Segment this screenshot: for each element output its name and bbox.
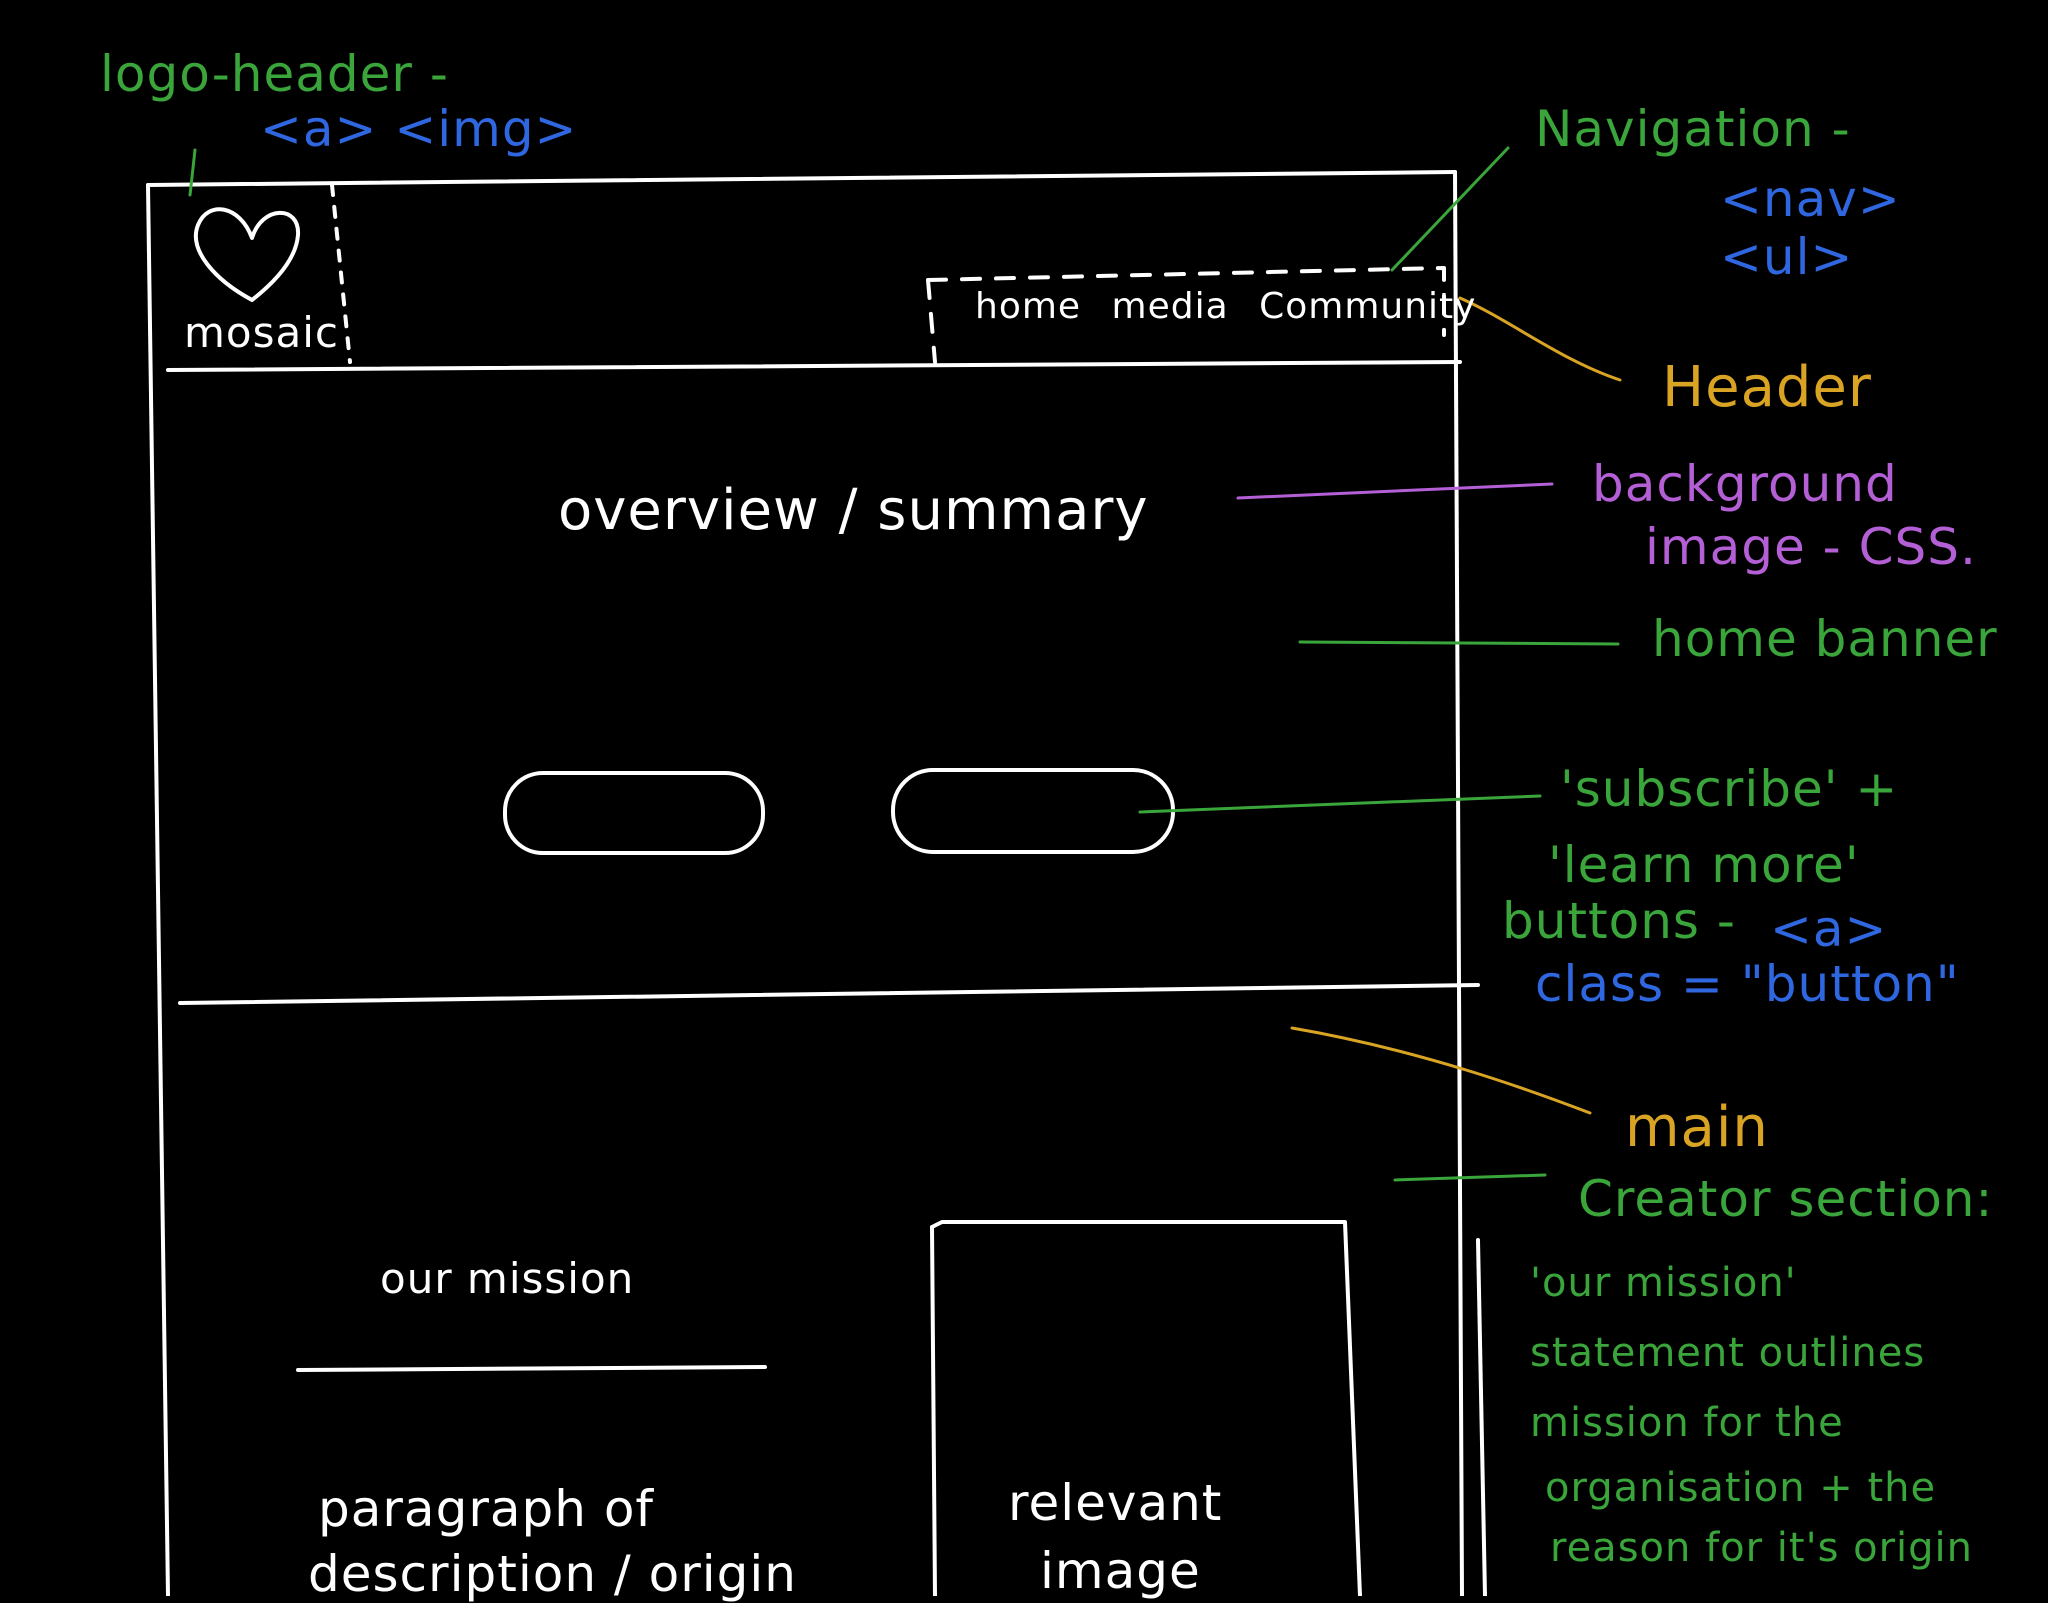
paragraph-line-1: paragraph of [318, 1480, 655, 1538]
creator-pointer [1393, 1173, 1547, 1182]
paragraph-line-2: description / origin [308, 1545, 797, 1603]
header-divider [166, 360, 1462, 372]
main-pointer [1290, 1026, 1592, 1115]
subscribe-button[interactable] [503, 771, 765, 855]
nav-list: home media Community [975, 286, 1494, 327]
annotation-creator-line-3: mission for the [1530, 1400, 1844, 1446]
annotation-buttons-class: class = "button" [1535, 955, 1960, 1013]
mission-divider [296, 1365, 767, 1372]
nav-item-media[interactable]: media [1111, 286, 1229, 327]
annotation-navigation: Navigation - [1535, 100, 1851, 158]
annotation-creator-section: Creator section: [1578, 1170, 1994, 1228]
home-banner-pointer [1298, 640, 1620, 646]
banner-divider [178, 983, 1480, 1005]
learn-more-button[interactable] [891, 768, 1175, 854]
main-right-edge [1476, 1238, 1487, 1596]
annotation-creator-line-2: statement outlines [1530, 1330, 1926, 1376]
annotation-background-line-2: image - CSS. [1645, 518, 1977, 576]
annotation-creator-line-5: reason for it's origin [1550, 1525, 1974, 1571]
annotation-background-line-1: background [1592, 455, 1898, 513]
image-label-line-1: relevant [1008, 1474, 1223, 1532]
page-frame-right [1453, 170, 1464, 1596]
annotation-creator-line-1: 'our mission' [1530, 1260, 1797, 1306]
annotation-logo-tags: <a> <img> [260, 100, 578, 158]
header-pointer [1458, 296, 1622, 382]
logo-separator [330, 183, 352, 364]
heart-icon [194, 207, 301, 302]
annotation-ul-tag: <ul> [1720, 228, 1854, 286]
nav-item-community[interactable]: Community [1259, 286, 1477, 327]
annotation-buttons-tag: <a> [1770, 900, 1888, 958]
annotation-main: main [1625, 1095, 1769, 1160]
logo-text: mosaic [184, 308, 339, 357]
banner-text: overview / summary [558, 478, 1149, 543]
annotation-buttons: buttons - [1502, 892, 1736, 950]
image-label-line-2: image [1040, 1542, 1201, 1600]
logo-header-pointer [188, 148, 197, 197]
annotation-home-banner: home banner [1652, 610, 1998, 668]
annotation-creator-line-4: organisation + the [1545, 1465, 1937, 1511]
annotation-logo-header: logo-header - [100, 45, 449, 103]
image-placeholder-box [930, 1220, 1362, 1596]
annotation-subscribe: 'subscribe' + [1560, 760, 1899, 818]
annotation-nav-tag: <nav> [1720, 170, 1901, 228]
mission-title: our mission [380, 1254, 635, 1303]
page-frame-left [146, 183, 170, 1596]
annotation-header: Header [1662, 355, 1872, 420]
page-frame-top [146, 170, 1457, 187]
buttons-pointer [1138, 794, 1542, 814]
navigation-pointer [1390, 146, 1510, 272]
nav-dashed-box [926, 266, 1446, 364]
nav-item-home[interactable]: home [975, 286, 1082, 327]
background-pointer [1236, 482, 1554, 500]
annotation-learn-more: 'learn more' [1548, 836, 1860, 894]
